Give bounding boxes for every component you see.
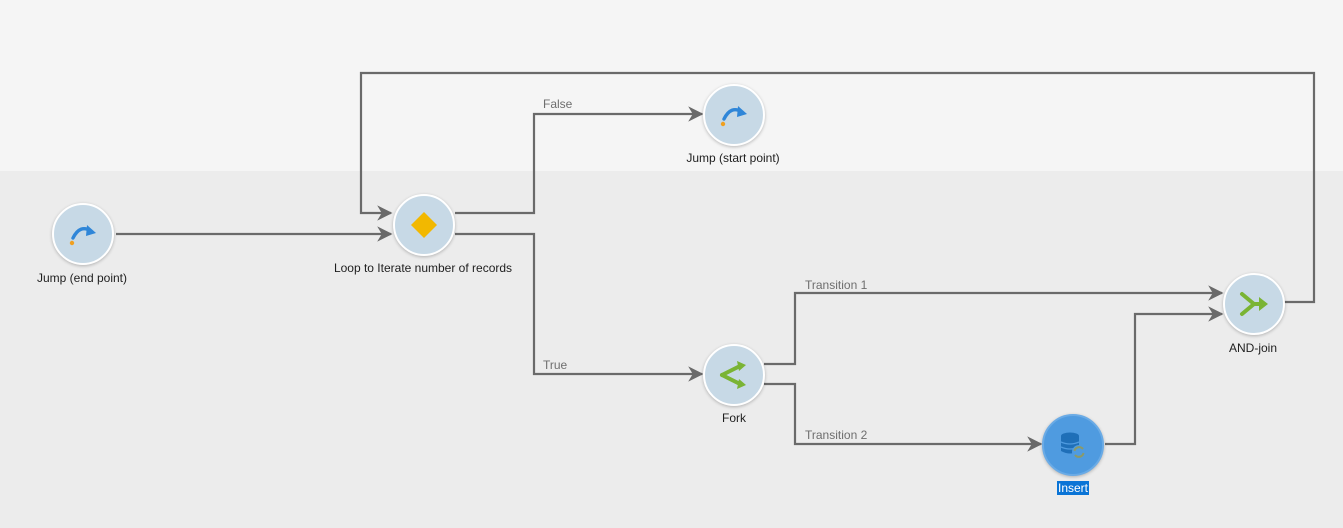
node-jump-start-point[interactable] bbox=[703, 84, 765, 146]
node-and-join[interactable] bbox=[1223, 273, 1285, 335]
node-loop[interactable] bbox=[393, 194, 455, 256]
edge-loop-to-fork[interactable] bbox=[455, 232, 704, 382]
node-label-jump-start-point: Jump (start point) bbox=[686, 151, 780, 165]
edge-and-join-to-loop[interactable] bbox=[359, 71, 1316, 304]
edge-label-transition-2: Transition 2 bbox=[805, 428, 868, 442]
edge-insert-to-and-join[interactable] bbox=[1105, 306, 1224, 446]
edge-label-false: False bbox=[543, 97, 573, 111]
fork-icon bbox=[720, 361, 746, 389]
and-join-icon bbox=[1240, 292, 1268, 316]
node-fork[interactable] bbox=[703, 344, 765, 406]
database-refresh-icon bbox=[1060, 432, 1086, 459]
edge-fork-to-and-join[interactable] bbox=[764, 285, 1224, 366]
node-insert[interactable] bbox=[1042, 414, 1104, 476]
edge-label-transition-1: Transition 1 bbox=[805, 278, 868, 292]
node-label-insert: Insert bbox=[1033, 480, 1113, 496]
jump-arrow-icon bbox=[69, 225, 96, 246]
node-label-and-join: AND-join bbox=[1228, 341, 1277, 355]
edge-fork-to-insert[interactable] bbox=[764, 382, 1043, 452]
node-label-fork: Fork bbox=[722, 411, 746, 425]
node-label-jump-end-point: Jump (end point) bbox=[36, 271, 128, 285]
node-label-loop: Loop to Iterate number of records bbox=[333, 261, 513, 275]
jump-arrow-icon bbox=[720, 106, 747, 127]
edge-loop-to-jump-start[interactable] bbox=[455, 106, 704, 215]
node-jump-end-point[interactable] bbox=[52, 203, 114, 265]
canvas-background-bottom bbox=[0, 171, 1343, 528]
diamond-test-icon bbox=[411, 212, 437, 238]
selected-label-text: Insert bbox=[1056, 481, 1089, 495]
edge-label-true: True bbox=[543, 358, 568, 372]
canvas-background-top bbox=[0, 0, 1343, 171]
